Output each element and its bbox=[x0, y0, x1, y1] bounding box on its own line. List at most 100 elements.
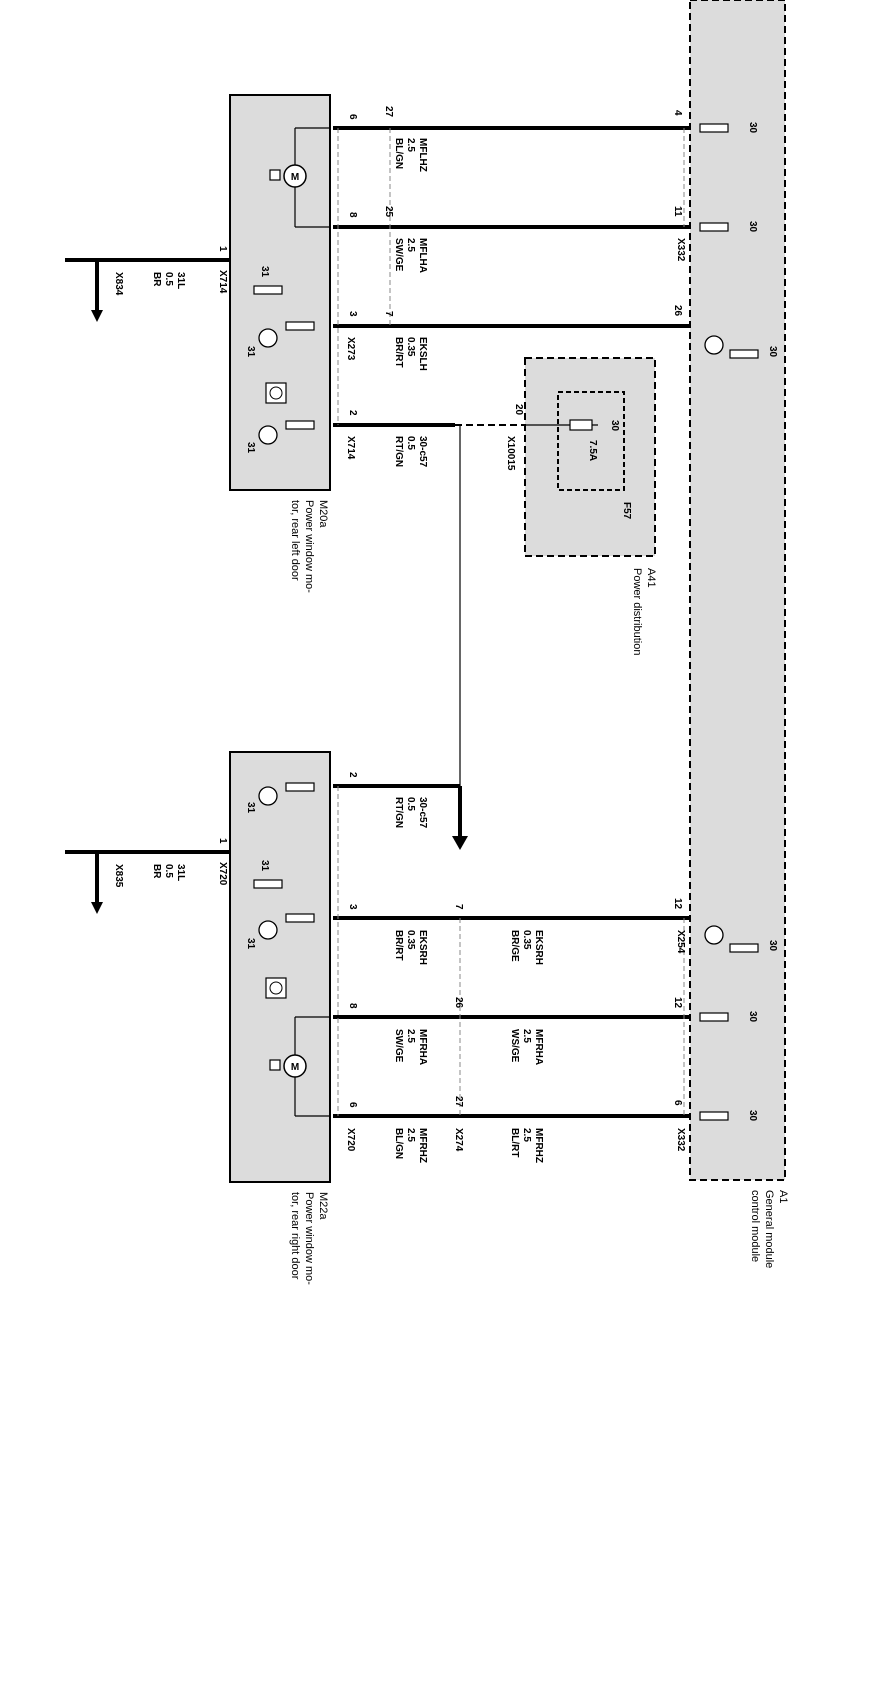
a1-module-box bbox=[689, 0, 786, 1181]
fuse-pin-label: 30 bbox=[609, 420, 620, 432]
pin-label: 8 bbox=[347, 212, 358, 218]
svg-text:tor, rear right door: tor, rear right door bbox=[289, 1192, 301, 1280]
connector-label: X720 bbox=[217, 862, 228, 886]
fuse-icon bbox=[569, 419, 593, 431]
a1-input-resistor-icon bbox=[699, 123, 759, 1121]
transistor-icon bbox=[258, 321, 315, 348]
transistor-icon bbox=[258, 420, 315, 445]
terminal-30-label: 30 bbox=[747, 221, 758, 233]
pin-label: 6 bbox=[672, 1100, 683, 1106]
wire-size-label: 2.5 bbox=[521, 1029, 532, 1043]
terminal-30-label: 30 bbox=[747, 122, 758, 134]
svg-text:Power window mo-: Power window mo- bbox=[303, 1192, 315, 1285]
pin-label: 12 bbox=[672, 898, 683, 910]
motor-label: M bbox=[291, 172, 299, 183]
fuse-code-label: F57 bbox=[621, 502, 632, 520]
wire-signal-label: MFRHA bbox=[533, 1029, 544, 1065]
wire-color-label: BL/RT bbox=[509, 1128, 520, 1157]
pin-label: 25 bbox=[383, 206, 394, 218]
wire-size-label: 2.5 bbox=[405, 238, 416, 252]
svg-text:tor, rear left door: tor, rear left door bbox=[289, 500, 301, 581]
pin-label: 6 bbox=[347, 1102, 358, 1108]
motor-icon: M bbox=[269, 127, 330, 228]
wire-signal-label: MFRHZ bbox=[417, 1128, 428, 1163]
transistor-icon bbox=[258, 913, 315, 940]
wire-color-label: BL/GN bbox=[393, 1128, 404, 1159]
wire-signal-label: 31L bbox=[175, 864, 186, 881]
module-name-label: Power window mo- tor, rear left door bbox=[289, 500, 315, 593]
ground-31-label: 31 bbox=[259, 266, 270, 278]
wire-size-label: 2.5 bbox=[405, 1128, 416, 1142]
wire-size-label: 0.5 bbox=[163, 272, 174, 286]
pin-label: 3 bbox=[347, 904, 358, 910]
transistor-icon bbox=[258, 782, 315, 806]
wire-signal-label: 30-c57 bbox=[417, 436, 428, 468]
pin-label: 7 bbox=[453, 904, 464, 910]
wire-signal-label: 31L bbox=[175, 272, 186, 289]
pin-label: 12 bbox=[672, 997, 683, 1009]
module-code-label: A41 bbox=[645, 568, 657, 588]
wire-size-label: 0.35 bbox=[405, 337, 416, 357]
connector-label: X332 bbox=[675, 1128, 686, 1152]
motor-icon: M bbox=[269, 1016, 330, 1117]
svg-text:Power window mo-: Power window mo- bbox=[303, 500, 315, 593]
connector-label: X10015 bbox=[505, 436, 516, 471]
terminal-30-label: 30 bbox=[747, 1011, 758, 1023]
connector-label: X332 bbox=[675, 238, 686, 262]
ground-31-label: 31 bbox=[259, 860, 270, 872]
pin-label: 3 bbox=[347, 311, 358, 317]
svg-text:control module: control module bbox=[749, 1190, 761, 1262]
arrow-down-icon bbox=[452, 836, 468, 850]
wire-signal-label: EKSLH bbox=[417, 337, 428, 371]
pin-label: 27 bbox=[383, 106, 394, 118]
wire-color-label: BL/GN bbox=[393, 138, 404, 169]
wire-signal-label: 30-c57 bbox=[417, 797, 428, 829]
pin-label: 4 bbox=[672, 110, 683, 116]
connector-label: X835 bbox=[113, 864, 124, 888]
wire-signal-label: MFRHZ bbox=[533, 1128, 544, 1163]
wire-size-label: 0.5 bbox=[163, 864, 174, 878]
pin-label: 26 bbox=[453, 997, 464, 1009]
connector-label: X274 bbox=[453, 1128, 464, 1152]
wire-color-label: BR/RT bbox=[393, 337, 404, 368]
wire-signal-label: EKSRH bbox=[533, 930, 544, 965]
wire-size-label: 0.35 bbox=[521, 930, 532, 950]
wire-size-label: 0.5 bbox=[405, 797, 416, 811]
wire-color-label: BR/GE bbox=[509, 930, 520, 962]
pin-label: 1 bbox=[217, 838, 228, 844]
connector-label: X714 bbox=[345, 436, 356, 460]
wire-size-label: 0.35 bbox=[405, 930, 416, 950]
connector-label: X834 bbox=[113, 272, 124, 296]
module-code-label: M22a bbox=[317, 1192, 329, 1220]
arrow-down-icon bbox=[91, 310, 103, 322]
f57-fuse-box bbox=[557, 391, 625, 491]
pin-label: 2 bbox=[347, 772, 358, 778]
module-name-label: General module control module bbox=[749, 1190, 775, 1268]
hall-sensor-icon bbox=[265, 977, 287, 999]
pin-label: 1 bbox=[217, 246, 228, 252]
wire-color-label: SW/GE bbox=[393, 238, 404, 272]
resistor-icon bbox=[253, 879, 283, 889]
module-name-label: Power window mo- tor, rear right door bbox=[289, 1192, 315, 1285]
wire-size-label: 2.5 bbox=[405, 138, 416, 152]
wire-color-label: RT/GN bbox=[393, 797, 404, 828]
wire-signal-label: MFLHZ bbox=[417, 138, 428, 172]
svg-text:General module: General module bbox=[763, 1190, 775, 1268]
motor-label: M bbox=[291, 1062, 299, 1073]
hall-sensor-icon bbox=[265, 382, 287, 404]
pin-label: 2 bbox=[347, 410, 358, 416]
wire-color-label: SW/GE bbox=[393, 1029, 404, 1063]
connector-label: X273 bbox=[345, 337, 356, 361]
module-code-label: M20a bbox=[317, 500, 329, 528]
pin-label: 26 bbox=[672, 305, 683, 317]
wire-color-label: BR bbox=[151, 864, 162, 879]
terminal-30-label: 30 bbox=[767, 346, 778, 358]
connector-label: X254 bbox=[675, 930, 686, 954]
terminal-30-label: 30 bbox=[767, 940, 778, 952]
ground-31-label: 31 bbox=[245, 346, 256, 358]
fuse-rating-label: 7.5A bbox=[587, 440, 598, 461]
wire-signal-label: MFRHA bbox=[417, 1029, 428, 1065]
connector-label: X714 bbox=[217, 270, 228, 294]
